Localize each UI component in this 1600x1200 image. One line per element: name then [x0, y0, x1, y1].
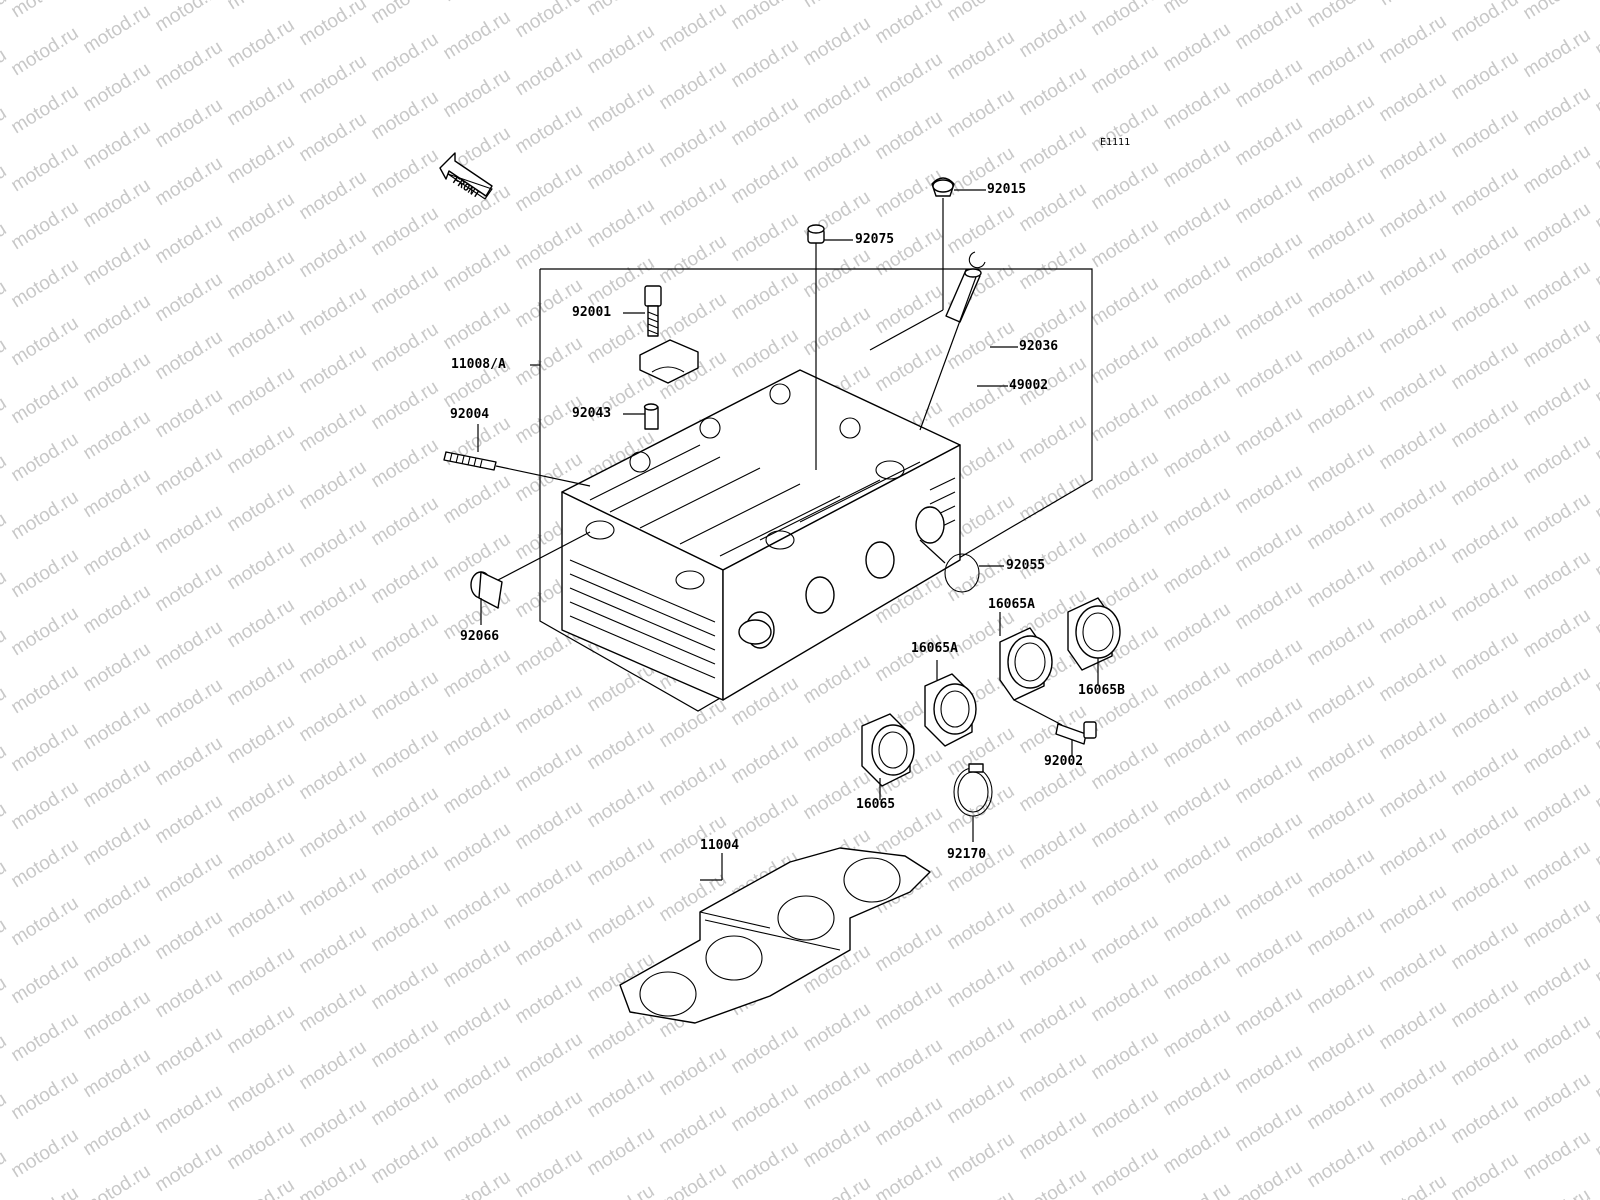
head-gasket-11004 [619, 847, 931, 1024]
cylinder-head-drawing [561, 369, 961, 701]
carb-holder-16065b [1067, 597, 1121, 671]
part-label-92004[interactable]: 92004 [450, 407, 490, 422]
part-label-16065[interactable]: 16065 [856, 797, 896, 812]
part-label-92002[interactable]: 92002 [1044, 754, 1084, 769]
part-label-49002[interactable]: 49002 [1009, 378, 1049, 393]
part-label-92055[interactable]: 92055 [1006, 558, 1046, 573]
part-label-92075[interactable]: 92075 [855, 232, 895, 247]
front-arrow-icon: FRONT [439, 152, 493, 201]
stud-92004 [443, 451, 497, 471]
cam-cap [639, 339, 699, 384]
circlip-92036 [968, 251, 986, 269]
diagram-code: E1111 [1100, 137, 1131, 148]
bolt-92001 [644, 285, 662, 337]
part-label-92001[interactable]: 92001 [572, 305, 612, 320]
plug-92075 [807, 224, 825, 244]
carb-holder-16065a-right [999, 627, 1053, 701]
leader-lines [477, 189, 1099, 881]
o-ring [944, 553, 980, 593]
cap-nut-92015 [931, 177, 955, 197]
part-label-11008a[interactable]: 11008/A [451, 357, 506, 372]
dowel-pin-92043 [643, 403, 659, 430]
cap-plug-92066 [470, 571, 503, 609]
part-label-92036[interactable]: 92036 [1019, 339, 1059, 354]
bolt-92002 [1055, 721, 1097, 745]
part-label-11004[interactable]: 11004 [700, 838, 740, 853]
part-label-16065b[interactable]: 16065B [1078, 683, 1125, 698]
carb-holder-16065a-left [924, 673, 977, 747]
part-label-92170[interactable]: 92170 [947, 847, 987, 862]
part-label-16065a-right[interactable]: 16065A [988, 597, 1035, 612]
carb-holder-16065 [861, 713, 915, 787]
part-label-92066[interactable]: 92066 [460, 629, 500, 644]
part-label-92043[interactable]: 92043 [572, 406, 612, 421]
part-label-16065a-left[interactable]: 16065A [911, 641, 958, 656]
part-label-92015[interactable]: 92015 [987, 182, 1027, 197]
clamp-92170 [953, 763, 993, 817]
